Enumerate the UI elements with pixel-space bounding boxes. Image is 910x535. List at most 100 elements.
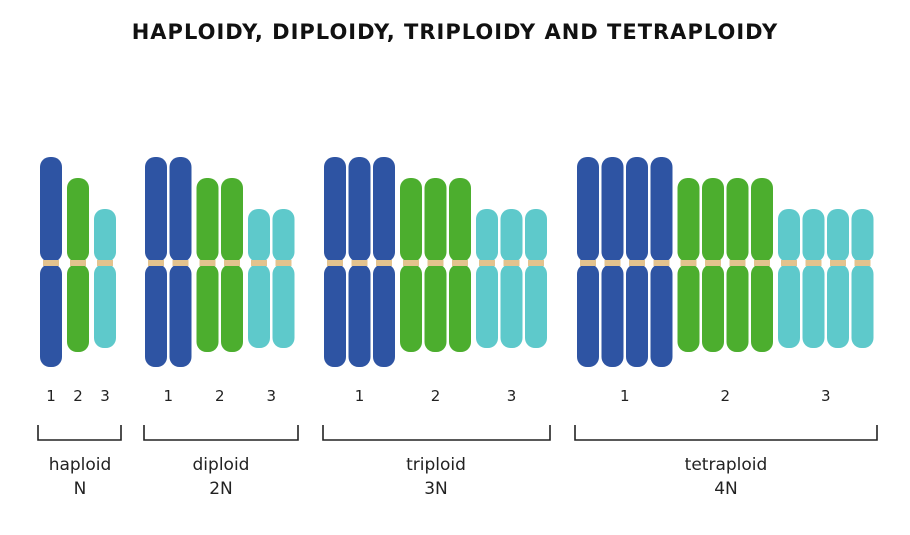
chromosome-triploid-3-copy-1-centromere: [479, 260, 495, 266]
chromosome-tetraploid-1-copy-3-centromere: [629, 260, 645, 266]
chromosome-triploid-1-copy-3-centromere: [376, 260, 392, 266]
ploidy-haploid: N: [74, 479, 87, 499]
chromosome-tetraploid-1-copy-3-upper-arm: [626, 157, 648, 262]
chromosome-diploid-3-copy-1-upper-arm: [248, 209, 270, 262]
ploidy-diploid: 2N: [209, 479, 233, 499]
chromosome-diploid-3-copy-2-upper-arm: [272, 209, 295, 262]
chromosome-tetraploid-3-copy-3-centromere: [830, 260, 846, 266]
chromosome-haploid-1-copy-1-centromere: [43, 260, 59, 266]
chromosome-haploid-3-copy-1-centromere: [97, 260, 113, 266]
chromosome-triploid-1-copy-2-lower-arm: [348, 264, 371, 367]
chromosome-triploid-2-copy-2-lower-arm: [424, 264, 447, 352]
chromosome-triploid-1-copy-3-upper-arm: [373, 157, 395, 262]
chromosome-triploid-3-copy-3-lower-arm: [525, 264, 547, 348]
bracket-triploid: [322, 425, 551, 441]
chromosome-diploid-1-copy-2-upper-arm: [169, 157, 192, 262]
chromosome-triploid-3-copy-3-upper-arm: [525, 209, 547, 262]
chromosome-triploid-1-copy-3-lower-arm: [373, 264, 395, 367]
chromosome-triploid-1-copy-1-lower-arm: [324, 264, 346, 367]
chromosome-number-diploid-3: 3: [266, 387, 276, 405]
chromosome-number-tetraploid-1: 1: [620, 387, 630, 405]
chromosome-diploid-1-copy-2-lower-arm: [169, 264, 192, 367]
chromosome-tetraploid-2-copy-2-lower-arm: [702, 264, 724, 352]
chromosome-triploid-1-copy-2-centromere: [351, 260, 368, 266]
chromosome-tetraploid-1-copy-1-centromere: [580, 260, 596, 266]
chromosome-diploid-1-copy-1-lower-arm: [145, 264, 167, 367]
chromosome-diploid-2-copy-1-centromere: [199, 260, 216, 266]
chromosome-triploid-2-copy-1-lower-arm: [400, 264, 422, 352]
chromosome-tetraploid-2-copy-1-upper-arm: [677, 178, 700, 262]
chromosome-tetraploid-2-copy-3-lower-arm: [726, 264, 749, 352]
diagram-title: HAPLOIDY, DIPLOIDY, TRIPLOIDY AND TETRAP…: [131, 20, 779, 44]
ploidy-triploid: 3N: [424, 479, 448, 499]
bracket-haploid: [37, 425, 122, 441]
chromosome-number-triploid-1: 1: [355, 387, 365, 405]
chromosome-tetraploid-2-copy-1-centromere: [680, 260, 697, 266]
chromosome-tetraploid-3-copy-1-centromere: [781, 260, 797, 266]
chromosome-number-haploid-1: 1: [46, 387, 56, 405]
chromosome-triploid-3-copy-1-upper-arm: [476, 209, 498, 262]
chromosome-tetraploid-3-copy-2-lower-arm: [802, 264, 825, 348]
chromosome-tetraploid-3-copy-4-lower-arm: [851, 264, 874, 348]
chromosome-tetraploid-1-copy-4-centromere: [653, 260, 670, 266]
chromosome-number-tetraploid-3: 3: [821, 387, 831, 405]
chromosome-tetraploid-1-copy-2-centromere: [604, 260, 621, 266]
chromosome-tetraploid-1-copy-2-lower-arm: [601, 264, 624, 367]
chromosome-number-haploid-2: 2: [73, 387, 83, 405]
chromosome-number-triploid-3: 3: [507, 387, 517, 405]
chromosome-diploid-2-copy-1-upper-arm: [196, 178, 219, 262]
chromosome-tetraploid-3-copy-2-upper-arm: [802, 209, 825, 262]
label-tetraploid: tetraploid: [685, 455, 768, 475]
chromosome-triploid-2-copy-3-centromere: [452, 260, 468, 266]
chromosome-tetraploid-2-copy-4-centromere: [754, 260, 770, 266]
chromosome-diploid-3-copy-2-centromere: [275, 260, 292, 266]
chromosome-haploid-2-copy-1-centromere: [70, 260, 86, 266]
chromosome-tetraploid-2-copy-3-upper-arm: [726, 178, 749, 262]
chromosome-triploid-2-copy-1-upper-arm: [400, 178, 422, 262]
chromosome-diploid-1-copy-1-upper-arm: [145, 157, 167, 262]
chromosome-triploid-3-copy-2-upper-arm: [500, 209, 523, 262]
chromosome-triploid-2-copy-2-centromere: [427, 260, 444, 266]
chromosome-triploid-3-copy-3-centromere: [528, 260, 544, 266]
chromosome-diploid-1-copy-2-centromere: [172, 260, 189, 266]
chromosome-diploid-3-copy-1-centromere: [251, 260, 267, 266]
chromosome-tetraploid-3-copy-1-lower-arm: [778, 264, 800, 348]
chromosome-tetraploid-1-copy-4-lower-arm: [650, 264, 673, 367]
chromosome-diploid-2-copy-2-lower-arm: [221, 264, 243, 352]
chromosome-tetraploid-2-copy-1-lower-arm: [677, 264, 700, 352]
chromosome-tetraploid-1-copy-4-upper-arm: [650, 157, 673, 262]
chromosome-diploid-3-copy-1-lower-arm: [248, 264, 270, 348]
chromosome-haploid-2-copy-1-upper-arm: [67, 178, 89, 262]
label-haploid: haploid: [49, 455, 112, 475]
chromosome-haploid-1-copy-1-lower-arm: [40, 264, 62, 367]
chromosome-triploid-2-copy-3-upper-arm: [449, 178, 471, 262]
chromosome-tetraploid-2-copy-4-lower-arm: [751, 264, 773, 352]
label-triploid: triploid: [406, 455, 466, 475]
chromosome-tetraploid-3-copy-4-upper-arm: [851, 209, 874, 262]
chromosome-haploid-3-copy-1-upper-arm: [94, 209, 116, 262]
chromosome-tetraploid-1-copy-1-upper-arm: [577, 157, 599, 262]
chromosome-tetraploid-3-copy-4-centromere: [854, 260, 871, 266]
chromosome-tetraploid-2-copy-2-centromere: [705, 260, 721, 266]
chromosome-diploid-2-copy-2-centromere: [224, 260, 240, 266]
chromosome-haploid-2-copy-1-lower-arm: [67, 264, 89, 352]
chromosome-diploid-2-copy-1-lower-arm: [196, 264, 219, 352]
chromosome-tetraploid-2-copy-4-upper-arm: [751, 178, 773, 262]
chromosome-haploid-1-copy-1-upper-arm: [40, 157, 62, 262]
chromosome-tetraploid-1-copy-2-upper-arm: [601, 157, 624, 262]
chromosome-number-triploid-2: 2: [431, 387, 441, 405]
chromosome-diploid-3-copy-2-lower-arm: [272, 264, 295, 348]
chromosome-tetraploid-3-copy-3-upper-arm: [827, 209, 849, 262]
chromosome-triploid-3-copy-2-lower-arm: [500, 264, 523, 348]
chromosome-diploid-1-copy-1-centromere: [148, 260, 164, 266]
chromosome-number-haploid-3: 3: [100, 387, 110, 405]
chromosome-number-diploid-1: 1: [163, 387, 173, 405]
chromosome-number-tetraploid-2: 2: [720, 387, 730, 405]
chromosome-tetraploid-1-copy-1-lower-arm: [577, 264, 599, 367]
chromosome-tetraploid-3-copy-3-lower-arm: [827, 264, 849, 348]
bracket-tetraploid: [574, 425, 878, 441]
chromosome-diploid-2-copy-2-upper-arm: [221, 178, 243, 262]
chromosome-triploid-1-copy-1-upper-arm: [324, 157, 346, 262]
chromosome-triploid-3-copy-2-centromere: [503, 260, 520, 266]
